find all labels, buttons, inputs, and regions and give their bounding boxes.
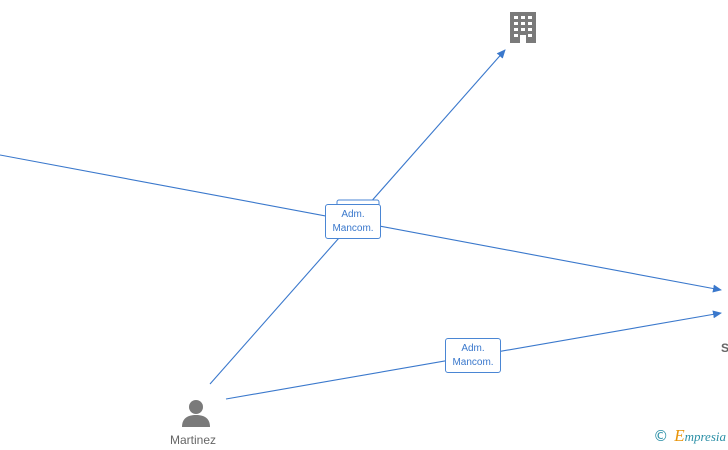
- person-icon[interactable]: [180, 398, 212, 428]
- brand-rest: mpresia: [684, 429, 726, 444]
- edge-label-adm-mancom-2[interactable]: Adm. Mancom.: [445, 338, 501, 373]
- edge-label-adm-mancom-1[interactable]: Adm. Mancom.: [325, 204, 381, 239]
- person-label-martinez[interactable]: Martinez: [170, 433, 217, 447]
- copyright-icon: ©: [653, 427, 669, 445]
- edge-label-line2: Mancom.: [452, 357, 494, 368]
- edge-label-line1: Adm.: [461, 343, 485, 354]
- building-icon[interactable]: [507, 10, 539, 44]
- edge-label-line2: Mancom.: [332, 223, 374, 234]
- edge-label-line1: Adm.: [341, 209, 365, 220]
- brand-first-letter: E: [674, 426, 685, 445]
- brand-logo[interactable]: © Empresia: [653, 426, 726, 446]
- right-node-label[interactable]: S: [721, 341, 728, 355]
- brand-name: Empresia: [674, 426, 726, 446]
